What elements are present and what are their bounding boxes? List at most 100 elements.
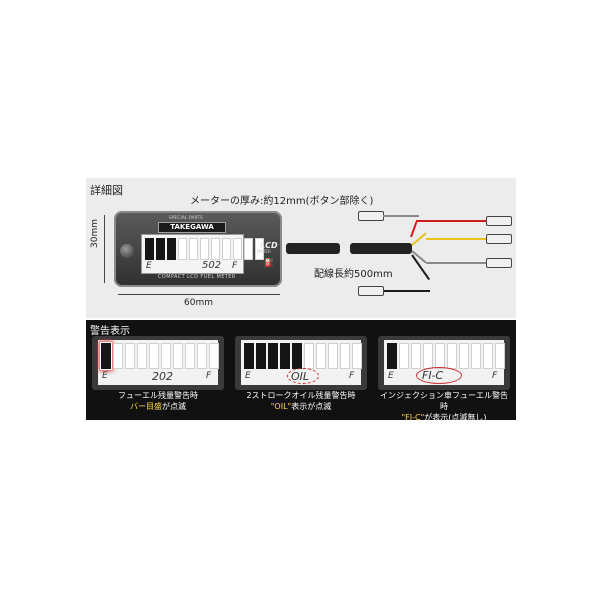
warning-screen-fuel: E 202 F <box>98 340 219 385</box>
height-dimension-line <box>104 215 105 283</box>
segment-unlit <box>495 343 505 369</box>
connector-4 <box>486 258 512 268</box>
warning-text-fic: インジェクション車フューエル警告時 "FI-C"が表示(点滅無し) <box>378 390 510 423</box>
detail-panel: 詳細図 メーターの厚み:約12mm(ボタン部除く) 30mm SPECIAL P… <box>86 178 516 318</box>
segment-unlit <box>189 238 198 260</box>
warning-highlight: "OIL" <box>270 402 292 411</box>
segment-lit <box>280 343 290 369</box>
black-wire-run <box>384 290 430 292</box>
warning-text-fuel: フューエル残量警告時 バー目盛が点滅 <box>92 390 224 412</box>
red-wire-run <box>416 220 486 222</box>
warning-highlight: バー目盛 <box>130 402 162 411</box>
wire-length-label: 配線長約500mm <box>314 269 393 280</box>
warning-screen-oil: E OIL F <box>241 340 362 385</box>
odometer-value: 502 <box>202 260 222 271</box>
meter-screen: E 502 F <box>141 234 264 274</box>
warning-line-1: フューエル残量警告時 <box>118 391 198 400</box>
segment-unlit <box>178 238 187 260</box>
full-label: F <box>492 371 498 381</box>
lcd-sub-label: METER <box>257 249 271 254</box>
warning-card-fic: E FI-C F <box>378 336 510 390</box>
oil-highlight-oval <box>287 368 319 384</box>
segment-lit <box>268 343 278 369</box>
fuel-meter: SPECIAL PARTS TAKEGAWA E 502 F LCD METER… <box>114 211 282 287</box>
warning-highlight: "FI-C" <box>401 413 425 422</box>
segment-unlit <box>471 343 481 369</box>
cable-right <box>350 243 412 254</box>
segment-unlit <box>352 343 362 369</box>
segment-unlit <box>483 343 493 369</box>
segment-lit <box>387 343 397 369</box>
thickness-note: メーターの厚み:約12mm(ボタン部除く) <box>190 196 374 207</box>
segment-lit <box>145 238 154 260</box>
full-label: F <box>206 371 212 381</box>
segment-bar <box>244 343 362 369</box>
full-label: F <box>349 371 355 381</box>
warning-line-2: が点滅 <box>162 402 186 411</box>
connector-3 <box>486 234 512 244</box>
segment-unlit <box>399 343 409 369</box>
segment-bar <box>145 238 264 260</box>
segment-unlit <box>125 343 135 369</box>
empty-label: E <box>245 371 251 381</box>
segment-unlit <box>447 343 457 369</box>
segment-unlit <box>244 238 253 260</box>
segment-bar <box>387 343 505 369</box>
segment-unlit <box>185 343 195 369</box>
segment-unlit <box>137 343 147 369</box>
segment-unlit <box>459 343 469 369</box>
segment-unlit <box>304 343 314 369</box>
red-wire <box>410 221 418 238</box>
segment-unlit <box>161 343 171 369</box>
segment-unlit <box>209 343 219 369</box>
width-dimension: 60mm <box>184 298 213 308</box>
detail-title: 詳細図 <box>90 184 123 197</box>
yellow-wire <box>411 232 427 246</box>
width-dimension-line <box>118 294 280 295</box>
segment-unlit <box>149 343 159 369</box>
segment-bar <box>101 343 219 369</box>
segment-lit <box>292 343 302 369</box>
segment-unlit <box>340 343 350 369</box>
brand-logo: TAKEGAWA <box>158 222 226 233</box>
segment-unlit <box>211 238 220 260</box>
empty-label: E <box>388 371 394 381</box>
segment-lit <box>256 343 266 369</box>
yellow-wire-run <box>426 238 486 240</box>
connector-1 <box>358 211 384 221</box>
connector-1-wire <box>383 215 419 217</box>
brand-small: SPECIAL PARTS <box>169 215 203 220</box>
warning-card-oil: E OIL F <box>235 336 367 390</box>
fuel-pump-icon: ⛽ <box>264 258 274 267</box>
gray-wire-run <box>426 262 486 264</box>
segment-unlit <box>316 343 326 369</box>
segment-unlit <box>200 238 209 260</box>
warning-screen-fic: E FI-C F <box>384 340 505 385</box>
oil-indicator: OIL <box>291 370 310 383</box>
segment-unlit <box>255 238 264 260</box>
connector-2 <box>486 216 512 226</box>
segment-unlit <box>328 343 338 369</box>
fic-indicator: FI-C <box>422 369 444 382</box>
segment-lit <box>167 238 176 260</box>
empty-label: E <box>102 371 108 381</box>
full-label: F <box>232 261 238 271</box>
warning-line-2: 表示が点滅 <box>291 402 332 411</box>
segment-unlit <box>423 343 433 369</box>
segment-lit <box>156 238 165 260</box>
segment-unlit <box>173 343 183 369</box>
warning-line-2: が表示(点滅無し) <box>424 413 487 422</box>
segment-unlit <box>222 238 231 260</box>
warning-header: 警告表示 <box>90 326 130 337</box>
empty-label: E <box>146 261 152 271</box>
warning-text-oil: 2ストロークオイル残量警告時 "OIL"表示が点滅 <box>235 390 367 412</box>
segment-unlit <box>411 343 421 369</box>
segment-lit <box>101 343 111 369</box>
odometer-value: 202 <box>152 370 173 383</box>
segment-lit <box>244 343 254 369</box>
meter-button <box>120 244 134 258</box>
fic-highlight-oval <box>416 367 462 384</box>
height-dimension: 30mm <box>90 219 100 248</box>
segment-unlit <box>113 343 123 369</box>
meter-model: COMPACT LCD FUEL METER <box>158 274 236 280</box>
